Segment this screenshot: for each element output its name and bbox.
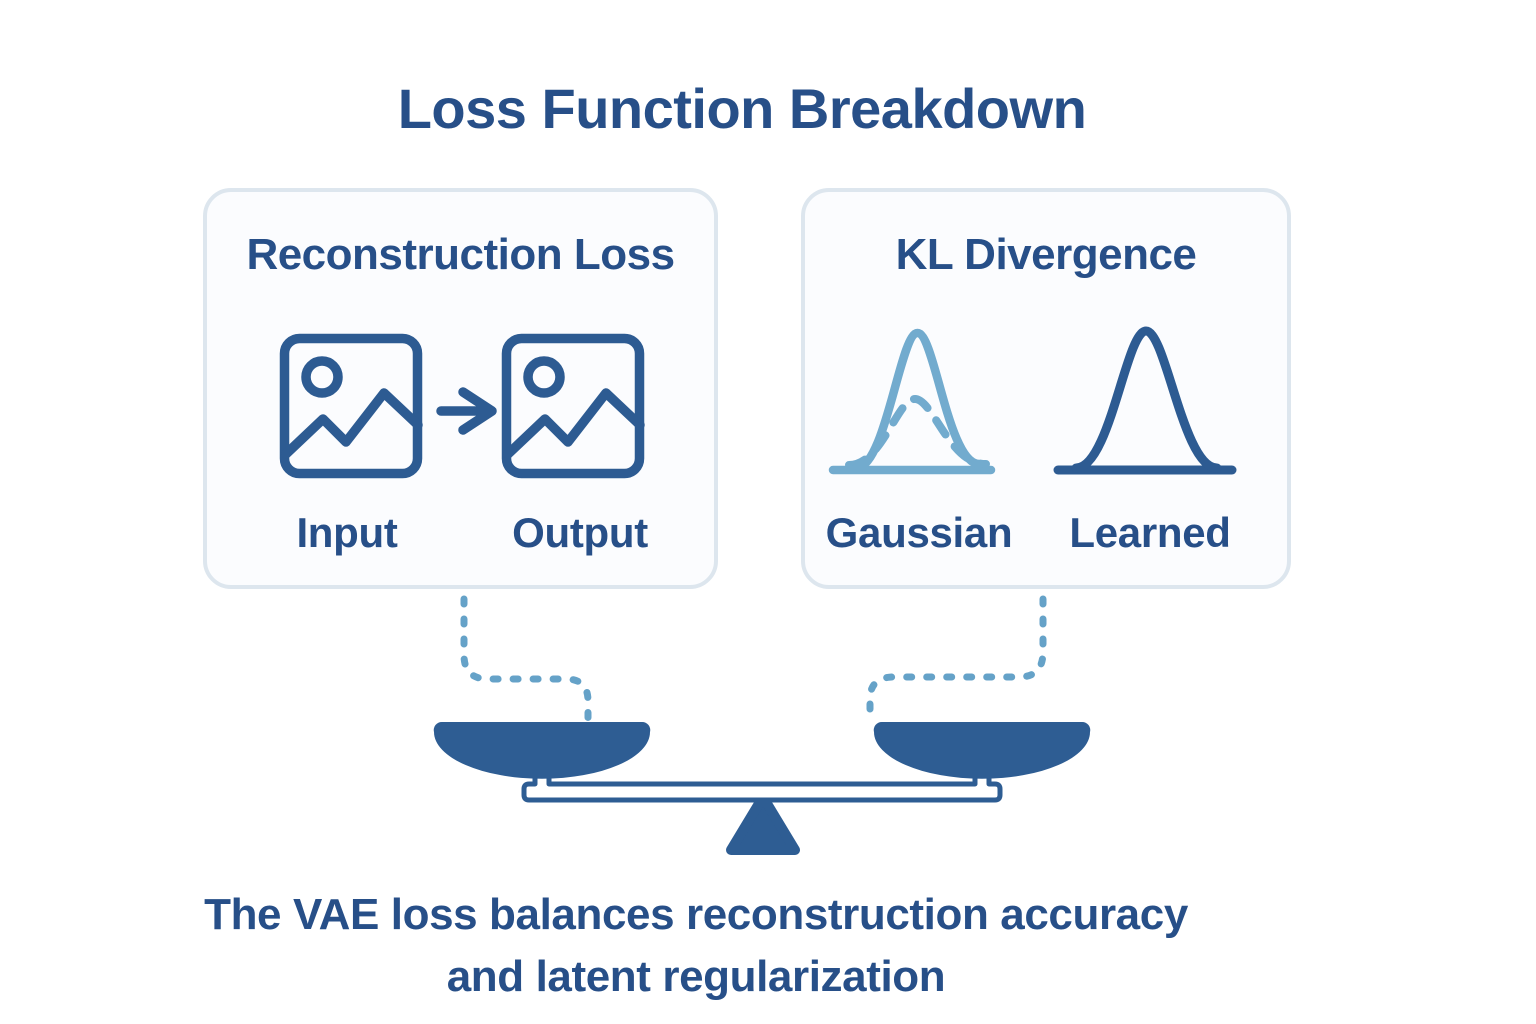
scale-fulcrum-triangle — [726, 792, 800, 855]
kl-divergence-card-title: KL Divergence — [895, 230, 1197, 279]
output-image-icon — [507, 339, 641, 474]
connector-left-dotted-line — [460, 595, 592, 726]
reconstruction-loss-card-title: Reconstruction Loss — [246, 230, 675, 279]
output-label: Output — [512, 509, 648, 556]
scale-pan-left — [433, 721, 651, 779]
caption: The VAE loss balances reconstruction acc… — [0, 884, 1392, 1008]
connector-right-dotted-line — [866, 595, 1047, 726]
page-title: Loss Function Breakdown — [397, 77, 1087, 140]
gaussian-label: Gaussian — [825, 509, 1013, 556]
arrow-right-icon — [436, 387, 497, 435]
kl-divergence-card: KL Divergence — [801, 188, 1291, 589]
scale-pan-right — [873, 721, 1091, 779]
caption-line-2: and latent regularization — [446, 952, 946, 1001]
caption-line-1: The VAE loss balances reconstruction acc… — [204, 890, 1188, 939]
input-label: Input — [296, 509, 398, 556]
learned-label: Learned — [1069, 509, 1231, 556]
input-image-icon — [285, 339, 419, 474]
scale-beam — [521, 767, 1003, 803]
learned-distribution-curve — [1053, 326, 1237, 475]
gaussian-distribution-curve — [828, 328, 996, 475]
balance-scale — [433, 721, 1091, 855]
